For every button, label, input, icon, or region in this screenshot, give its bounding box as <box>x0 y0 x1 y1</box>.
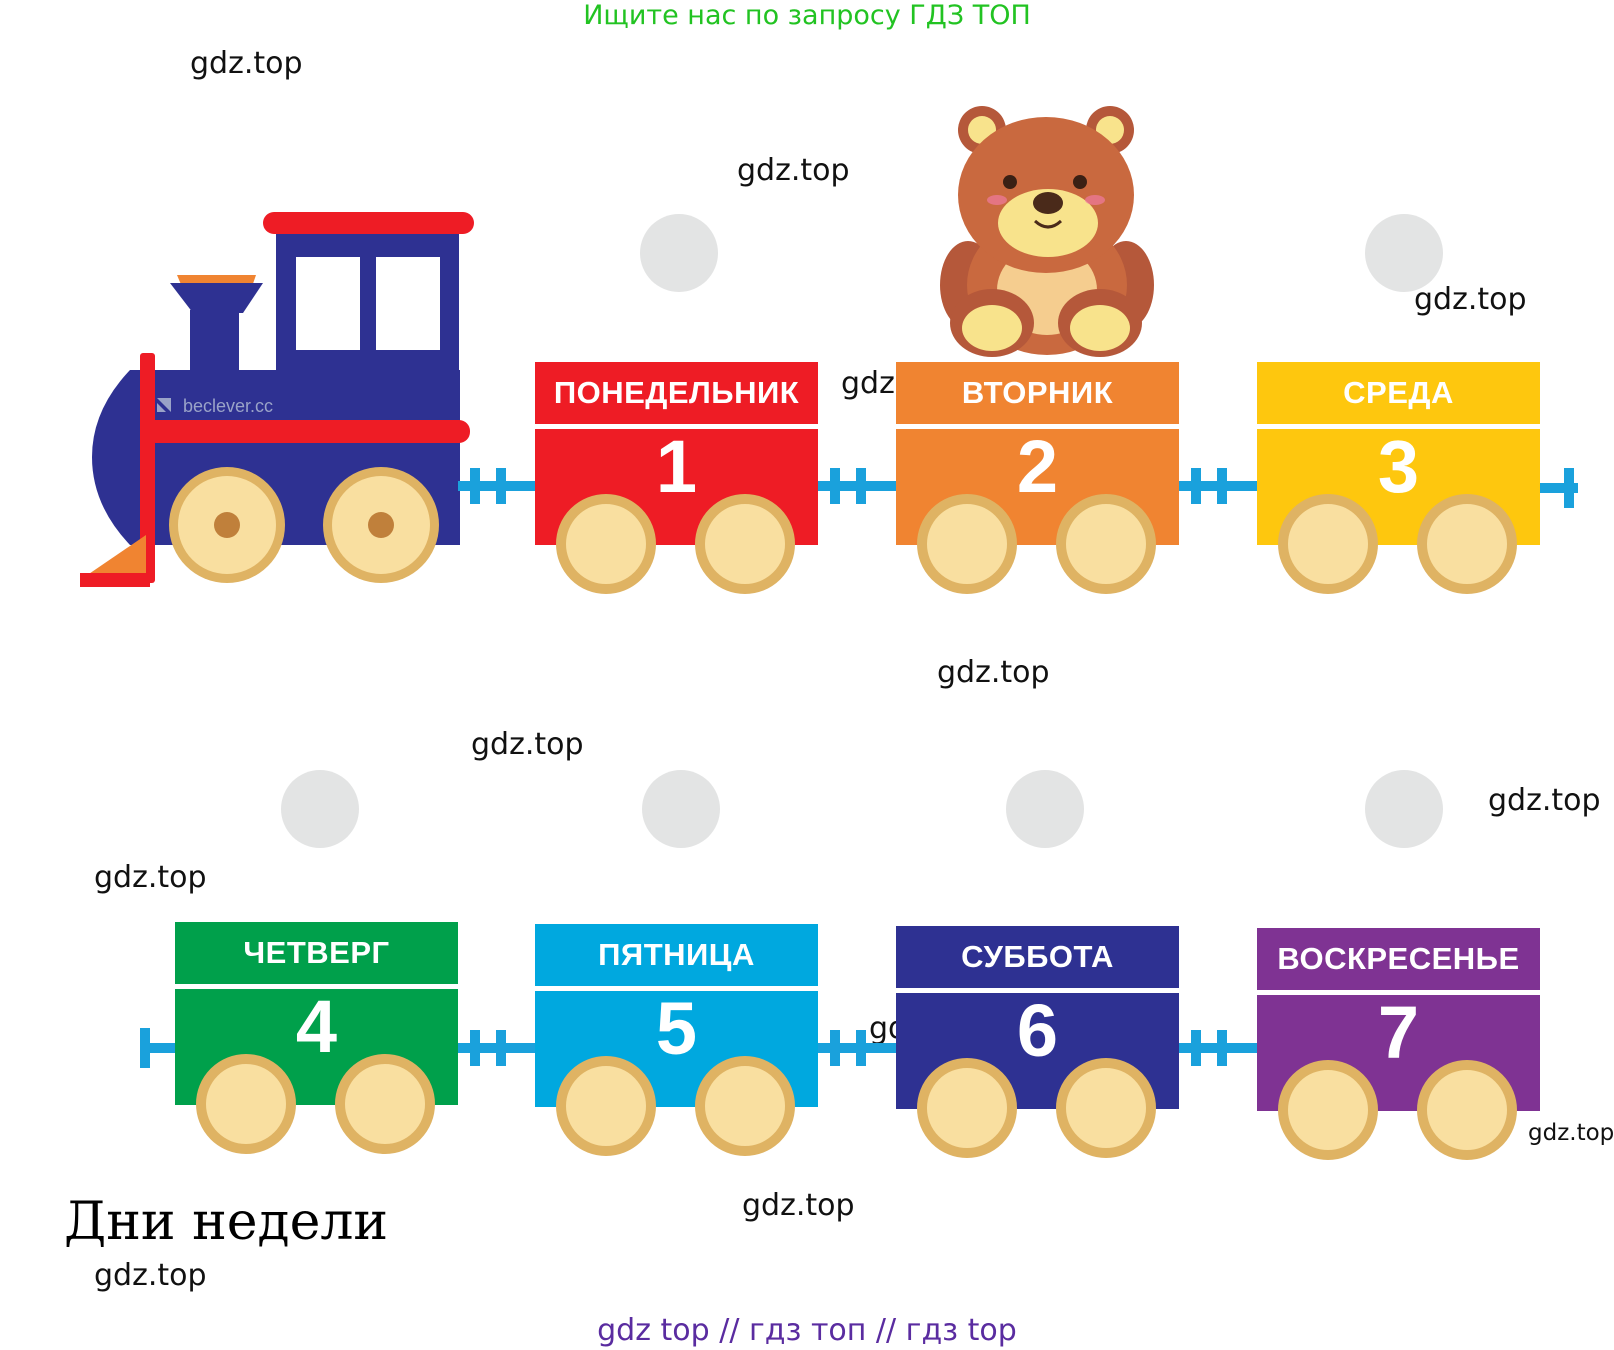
car-day-label: ВТОРНИК <box>896 362 1179 424</box>
wheel <box>917 494 1017 594</box>
coupler-icon <box>1179 1030 1257 1066</box>
wheel <box>1056 1058 1156 1158</box>
wheel <box>917 1058 1017 1158</box>
car-day-label: СУББОТА <box>896 926 1179 988</box>
coupler-icon <box>458 468 536 504</box>
page-title: Дни недели <box>64 1192 389 1252</box>
watermark: gdz.top <box>190 46 303 81</box>
teddy-bear-icon <box>940 106 1154 357</box>
car-number: 7 <box>1377 991 1420 1074</box>
coupler-icon <box>818 1030 896 1066</box>
train-car-saturday: СУББОТА 6 <box>896 926 1179 1158</box>
coupler-icon <box>1538 468 1578 508</box>
placeholder-circle <box>642 770 720 848</box>
wheel <box>1056 494 1156 594</box>
placeholder-circle <box>640 214 718 292</box>
watermark: gdz.top <box>94 860 207 895</box>
car-number: 2 <box>1016 425 1059 508</box>
wheel <box>1417 1060 1517 1160</box>
car-day-label: ПОНЕДЕЛЬНИК <box>535 362 818 424</box>
brand-label: beclever.cc <box>183 396 274 416</box>
placeholder-circle <box>1365 770 1443 848</box>
coupler-icon <box>458 1030 536 1066</box>
placeholder-circle <box>281 770 359 848</box>
watermark: gdz.top <box>1414 282 1527 317</box>
train-car-thursday: ЧЕТВЕРГ 4 <box>175 922 458 1154</box>
wheel <box>1417 494 1517 594</box>
car-day-label: ВОСКРЕСЕНЬЕ <box>1257 928 1540 990</box>
coupler-icon <box>140 1028 180 1068</box>
watermark: gdz.top <box>937 655 1050 690</box>
wheel <box>556 1056 656 1156</box>
watermark: gdz.top <box>1488 783 1601 818</box>
car-number: 5 <box>655 987 698 1070</box>
car-day-label: СРЕДА <box>1257 362 1540 424</box>
placeholder-circle <box>1365 214 1443 292</box>
placeholder-circle <box>1006 770 1084 848</box>
watermark: gdz.top <box>742 1188 855 1223</box>
train-car-sunday: ВОСКРЕСЕНЬЕ 7 <box>1257 928 1540 1160</box>
watermark: gdz.top <box>94 1258 207 1293</box>
car-day-label: ПЯТНИЦА <box>535 924 818 986</box>
train-car-wednesday: СРЕДА 3 <box>1257 362 1540 594</box>
wheel <box>695 494 795 594</box>
brand-logo-icon <box>157 398 171 412</box>
car-day-label: ЧЕТВЕРГ <box>175 922 458 984</box>
car-number: 3 <box>1377 425 1420 508</box>
train-car-monday: ПОНЕДЕЛЬНИК 1 <box>535 362 818 594</box>
wheel <box>1278 494 1378 594</box>
wheel <box>556 494 656 594</box>
car-number: 4 <box>295 985 338 1068</box>
train-car-friday: ПЯТНИЦА 5 <box>535 924 818 1156</box>
coupler-icon <box>1179 468 1257 504</box>
car-number: 6 <box>1016 989 1059 1072</box>
wheel <box>335 1054 435 1154</box>
footer-text: gdz top // гдз топ // гдз top <box>597 1313 1017 1348</box>
wheel <box>196 1054 296 1154</box>
wheel <box>1278 1060 1378 1160</box>
watermark: gdz.top <box>471 727 584 762</box>
coupler-icon <box>818 468 896 504</box>
wheel <box>695 1056 795 1156</box>
train-car-tuesday: ВТОРНИК 2 <box>896 362 1179 594</box>
locomotive <box>80 212 474 587</box>
search-banner: Ищите нас по запросу ГДЗ ТОП <box>583 0 1031 31</box>
watermark: gdz.top <box>1528 1120 1614 1146</box>
watermark: gdz.top <box>737 153 850 188</box>
car-number: 1 <box>655 425 698 508</box>
